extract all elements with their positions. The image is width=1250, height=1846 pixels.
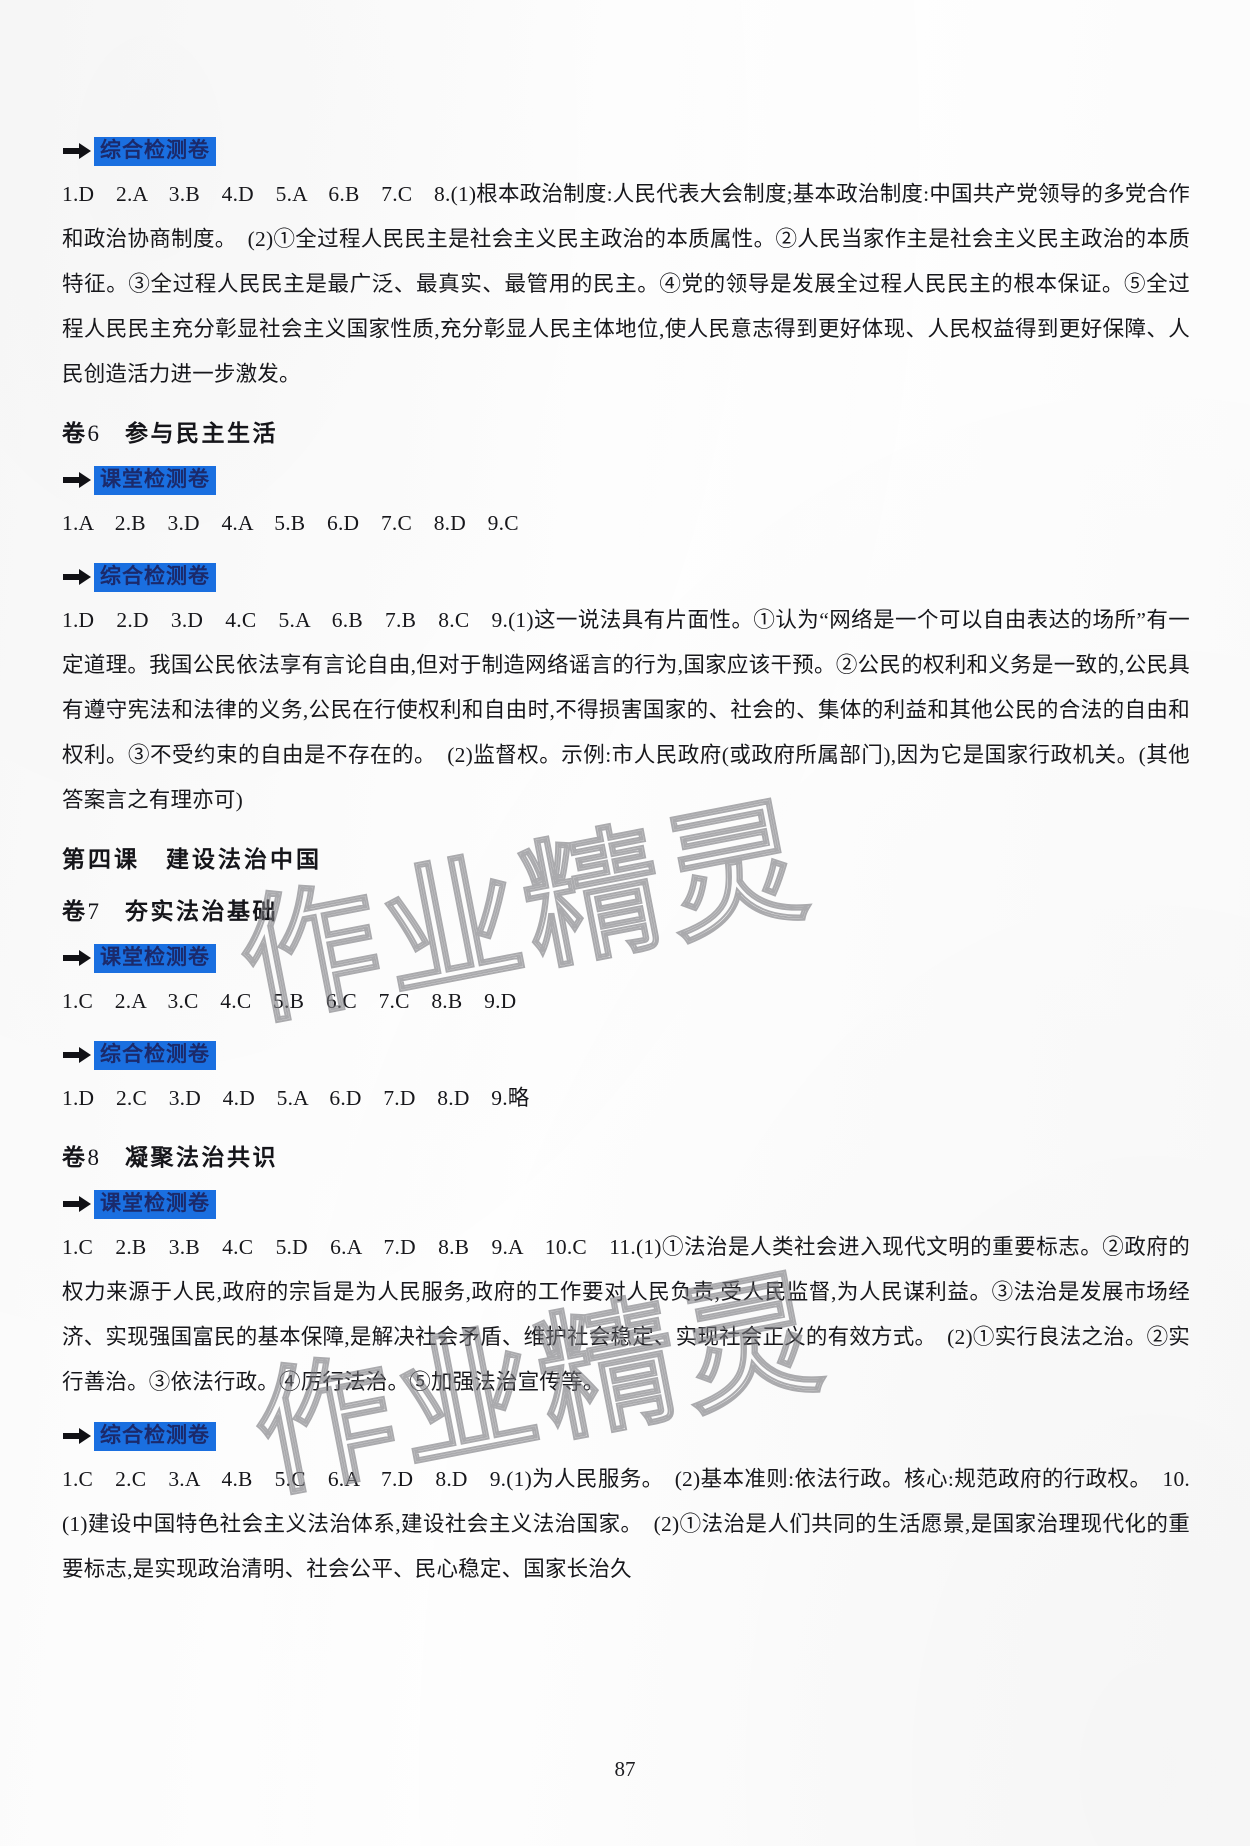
banner-classroom-juan8: 课堂检测卷 bbox=[62, 1189, 1190, 1219]
heading-title: 凝聚法治共识 bbox=[125, 1144, 278, 1171]
heading-number: 7 bbox=[87, 899, 100, 924]
banner-label: 综合检测卷 bbox=[94, 562, 216, 592]
banner-label: 课堂检测卷 bbox=[94, 943, 216, 973]
heading-prefix: 卷 bbox=[62, 420, 88, 447]
right-arrow-icon bbox=[63, 1047, 91, 1063]
heading-juan7: 卷7 夯实法治基础 bbox=[62, 897, 1190, 927]
right-arrow-icon bbox=[63, 1428, 91, 1444]
answer-paragraph-juan8-classroom: 1.C 2.B 3.B 4.C 5.D 6.A 7.D 8.B 9.A 10.C… bbox=[62, 1235, 1190, 1394]
heading-title: 夯实法治基础 bbox=[125, 898, 278, 925]
answer-paragraph-juan5-comprehensive: 1.D 2.A 3.B 4.D 5.A 6.B 7.C 8.(1)根本政治制度:… bbox=[62, 182, 1190, 386]
banner-comprehensive-juan5: 综合检测卷 bbox=[62, 136, 1190, 166]
heading-prefix: 第四课 bbox=[62, 846, 140, 873]
heading-juan8: 卷8 凝聚法治共识 bbox=[62, 1143, 1190, 1173]
right-arrow-icon bbox=[63, 950, 91, 966]
banner-label: 综合检测卷 bbox=[94, 136, 216, 166]
answer-line-juan7-comprehensive: 1.D 2.C 3.D 4.D 5.A 6.D 7.D 8.D 9.略 bbox=[62, 1086, 530, 1110]
banner-comprehensive-juan8: 综合检测卷 bbox=[62, 1421, 1190, 1451]
page-content: 综合检测卷 1.D 2.A 3.B 4.D 5.A 6.B 7.C 8.(1)根… bbox=[62, 120, 1190, 1592]
banner-label: 课堂检测卷 bbox=[94, 465, 216, 495]
heading-title: 建设法治中国 bbox=[166, 846, 322, 873]
banner-label: 综合检测卷 bbox=[94, 1040, 216, 1070]
heading-juan6: 卷6 参与民主生活 bbox=[62, 419, 1190, 449]
heading-title: 参与民主生活 bbox=[125, 420, 278, 447]
heading-number: 6 bbox=[87, 421, 100, 446]
right-arrow-icon bbox=[63, 472, 91, 488]
banner-label: 综合检测卷 bbox=[94, 1421, 216, 1451]
banner-classroom-juan7: 课堂检测卷 bbox=[62, 943, 1190, 973]
banner-label: 课堂检测卷 bbox=[94, 1189, 216, 1219]
right-arrow-icon bbox=[63, 143, 91, 159]
answer-paragraph-juan8-comprehensive: 1.C 2.C 3.A 4.B 5.C 6.A 7.D 8.D 9.(1)为人民… bbox=[62, 1467, 1190, 1581]
heading-course-4: 第四课建设法治中国 bbox=[62, 845, 1190, 875]
banner-comprehensive-juan7: 综合检测卷 bbox=[62, 1040, 1190, 1070]
heading-number: 8 bbox=[87, 1145, 100, 1170]
right-arrow-icon bbox=[63, 569, 91, 585]
page-number: 87 bbox=[614, 1757, 636, 1781]
heading-prefix: 卷 bbox=[62, 1144, 88, 1171]
answer-line-juan7-classroom: 1.C 2.A 3.C 4.C 5.B 6.C 7.C 8.B 9.D bbox=[62, 989, 517, 1013]
heading-prefix: 卷 bbox=[62, 898, 88, 925]
right-arrow-icon bbox=[63, 1196, 91, 1212]
answer-line-juan6-classroom: 1.A 2.B 3.D 4.A 5.B 6.D 7.C 8.D 9.C bbox=[62, 511, 519, 535]
answer-paragraph-juan6-comprehensive: 1.D 2.D 3.D 4.C 5.A 6.B 7.B 8.C 9.(1)这一说… bbox=[62, 608, 1190, 812]
banner-classroom-juan6: 课堂检测卷 bbox=[62, 465, 1190, 495]
banner-comprehensive-juan6: 综合检测卷 bbox=[62, 562, 1190, 592]
